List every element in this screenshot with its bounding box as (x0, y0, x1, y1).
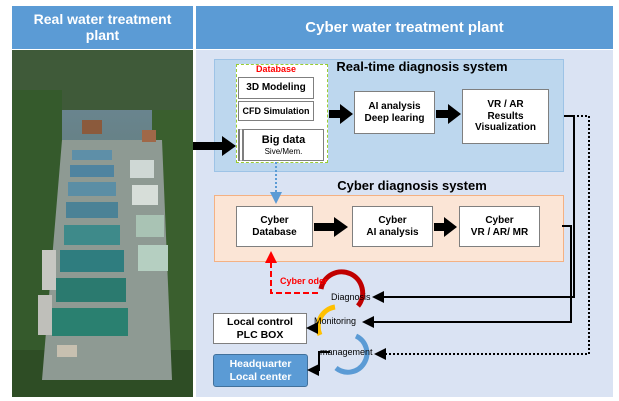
cyber-ai-line2: AI analysis (366, 226, 419, 238)
diagnosis-label: Diagnosis (331, 292, 371, 302)
cyber-vr-line1: Cyber (485, 215, 514, 226)
vr-ar-line2: Results (487, 110, 524, 122)
diagnosis-cycle-arc (318, 269, 366, 308)
vr-ar-line3: Visualization (475, 122, 536, 134)
cyber-database-box: Cyber Database (236, 206, 313, 247)
cyber-ai-analysis-box: Cyber AI analysis (352, 206, 433, 247)
big-data-line2: Sive/Mem. (264, 146, 303, 156)
cfd-simulation-text: CFD Simulation (242, 105, 310, 116)
realtime-to-diagnosis-line (372, 115, 575, 303)
ai-to-vr-arrow (436, 104, 461, 124)
ai-analysis-line2: Deep learing (364, 112, 425, 124)
cyber-database-line2: Database (252, 226, 297, 238)
vr-ar-line1: VR / AR (487, 99, 524, 111)
ai-analysis-line1: AI analysis (368, 101, 421, 112)
realtime-diagnosis-title: Real-time diagnosis system (336, 59, 508, 74)
big-data-line1: Big data (261, 134, 306, 147)
water-plant-photo (12, 50, 193, 397)
headquarter-line1: Headquarter (229, 358, 292, 371)
local-control-box: Local control PLC BOX (213, 313, 307, 344)
cyber-order-label: Cyber oder (280, 276, 328, 286)
cyber-plant-header: Cyber water treatment plant (196, 6, 613, 49)
management-to-hq-arrow (307, 351, 330, 376)
management-cycle-arc (334, 333, 370, 375)
cyber-db-to-ai-arrow (314, 217, 348, 237)
3d-modeling-box: 3D Modeling (238, 77, 314, 99)
photo-to-realtime-arrow (193, 136, 236, 156)
cyber-diagnosis-title: Cyber diagnosis system (337, 178, 487, 193)
vr-ar-results-box: VR / AR Results Visualization (462, 89, 549, 144)
db-to-ai-arrow (329, 104, 353, 124)
cyber-vr-ar-mr-box: Cyber VR / AR/ MR (459, 206, 540, 247)
cyber-database-line1: Cyber (260, 215, 289, 226)
real-plant-header: Real water treatment plant (12, 6, 193, 49)
cyber-ai-line1: Cyber (378, 215, 407, 226)
ai-analysis-box: AI analysis Deep learing (354, 91, 435, 134)
real-plant-header-text: Real water treatment plant (33, 11, 172, 43)
local-control-line2: PLC BOX (236, 328, 284, 341)
database-label: Database (255, 64, 297, 74)
management-label: management (320, 347, 373, 357)
cyber-plant-header-text: Cyber water treatment plant (305, 19, 504, 36)
headquarter-box: Headquarter Local center (213, 354, 308, 387)
cyber-ai-to-vr-arrow (434, 217, 457, 237)
monitoring-label: Monitoring (314, 316, 357, 326)
realtime-to-management-dotted (374, 115, 590, 360)
monitoring-cycle-arc (315, 304, 336, 337)
local-control-line1: Local control (227, 316, 293, 329)
cyber-vr-line2: VR / AR/ MR (470, 226, 529, 238)
headquarter-line2: Local center (229, 370, 292, 383)
cfd-simulation-box: CFD Simulation (238, 101, 314, 121)
big-data-box: Big data Sive/Mem. (238, 129, 324, 161)
cyber-to-monitoring-line (362, 225, 572, 328)
3d-modeling-text: 3D Modeling (246, 82, 306, 94)
cyber-order-dashed-arrow (265, 251, 318, 294)
